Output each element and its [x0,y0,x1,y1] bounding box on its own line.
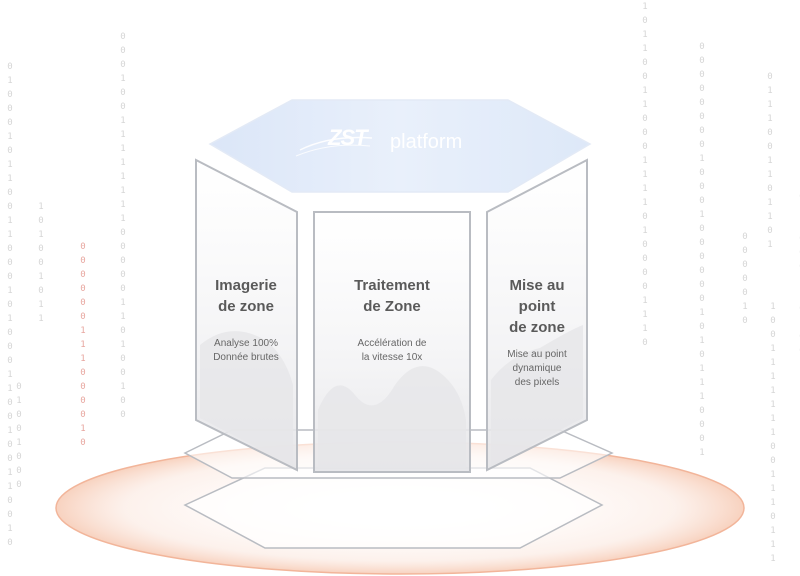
panel-center-title: Traitement de Zone [354,277,430,315]
panel-right-subtitle: Mise au point dynamique des pixels [507,349,567,388]
panel-center-subtitle: Accélération de la vitesse 10x [357,338,427,363]
panel-left-subtitle: Analyse 100% Donnée brutes [213,338,279,363]
panel-left-title: Imagerie de zone [215,277,277,315]
binary-rain-column: 1 0 1 1 0 0 1 1 0 0 0 1 1 1 1 0 1 0 0 0 … [642,2,648,348]
binary-rain-column: 1 0 1 0 0 1 0 1 1 [38,202,44,324]
panel-left-text: Imagerie de zone Analyse 100% Donnée bru… [196,275,296,365]
binary-rain-column: 0 1 1 1 0 0 1 1 0 1 1 0 1 [767,72,773,250]
binary-rain-column: 0 0 0 1 0 0 1 1 1 1 1 1 1 1 0 0 0 0 0 1 … [120,32,126,420]
panel-right-text: Mise au point de zone Mise au point dyna… [487,275,587,390]
binary-rain-column: 0 0 0 0 0 0 1 1 1 0 0 0 0 1 0 [80,242,86,448]
top-hexagon [208,99,592,193]
binary-rain-column: 0 0 0 0 0 0 0 0 1 0 0 0 1 0 0 0 0 0 0 1 … [699,42,705,458]
panel-center-text: Traitement de Zone Accélération de la vi… [314,275,470,365]
logo-product: platform [390,131,463,153]
panel-right-title: Mise au point de zone [509,277,565,336]
binary-rain-column: 0 0 0 0 0 1 0 [742,232,748,326]
logo-swoosh [299,136,373,151]
logo-brand: ZST [328,125,368,150]
binary-rain-column: 0 1 0 0 1 0 0 0 [16,382,22,490]
binary-rain-column: 1 0 0 1 1 1 1 1 1 1 0 0 1 1 1 0 1 1 1 [770,302,776,564]
base-plate-lower [183,467,604,549]
binary-rain-column: 0 1 0 0 0 1 0 1 1 0 0 1 1 0 0 0 1 0 1 0 … [7,62,13,548]
